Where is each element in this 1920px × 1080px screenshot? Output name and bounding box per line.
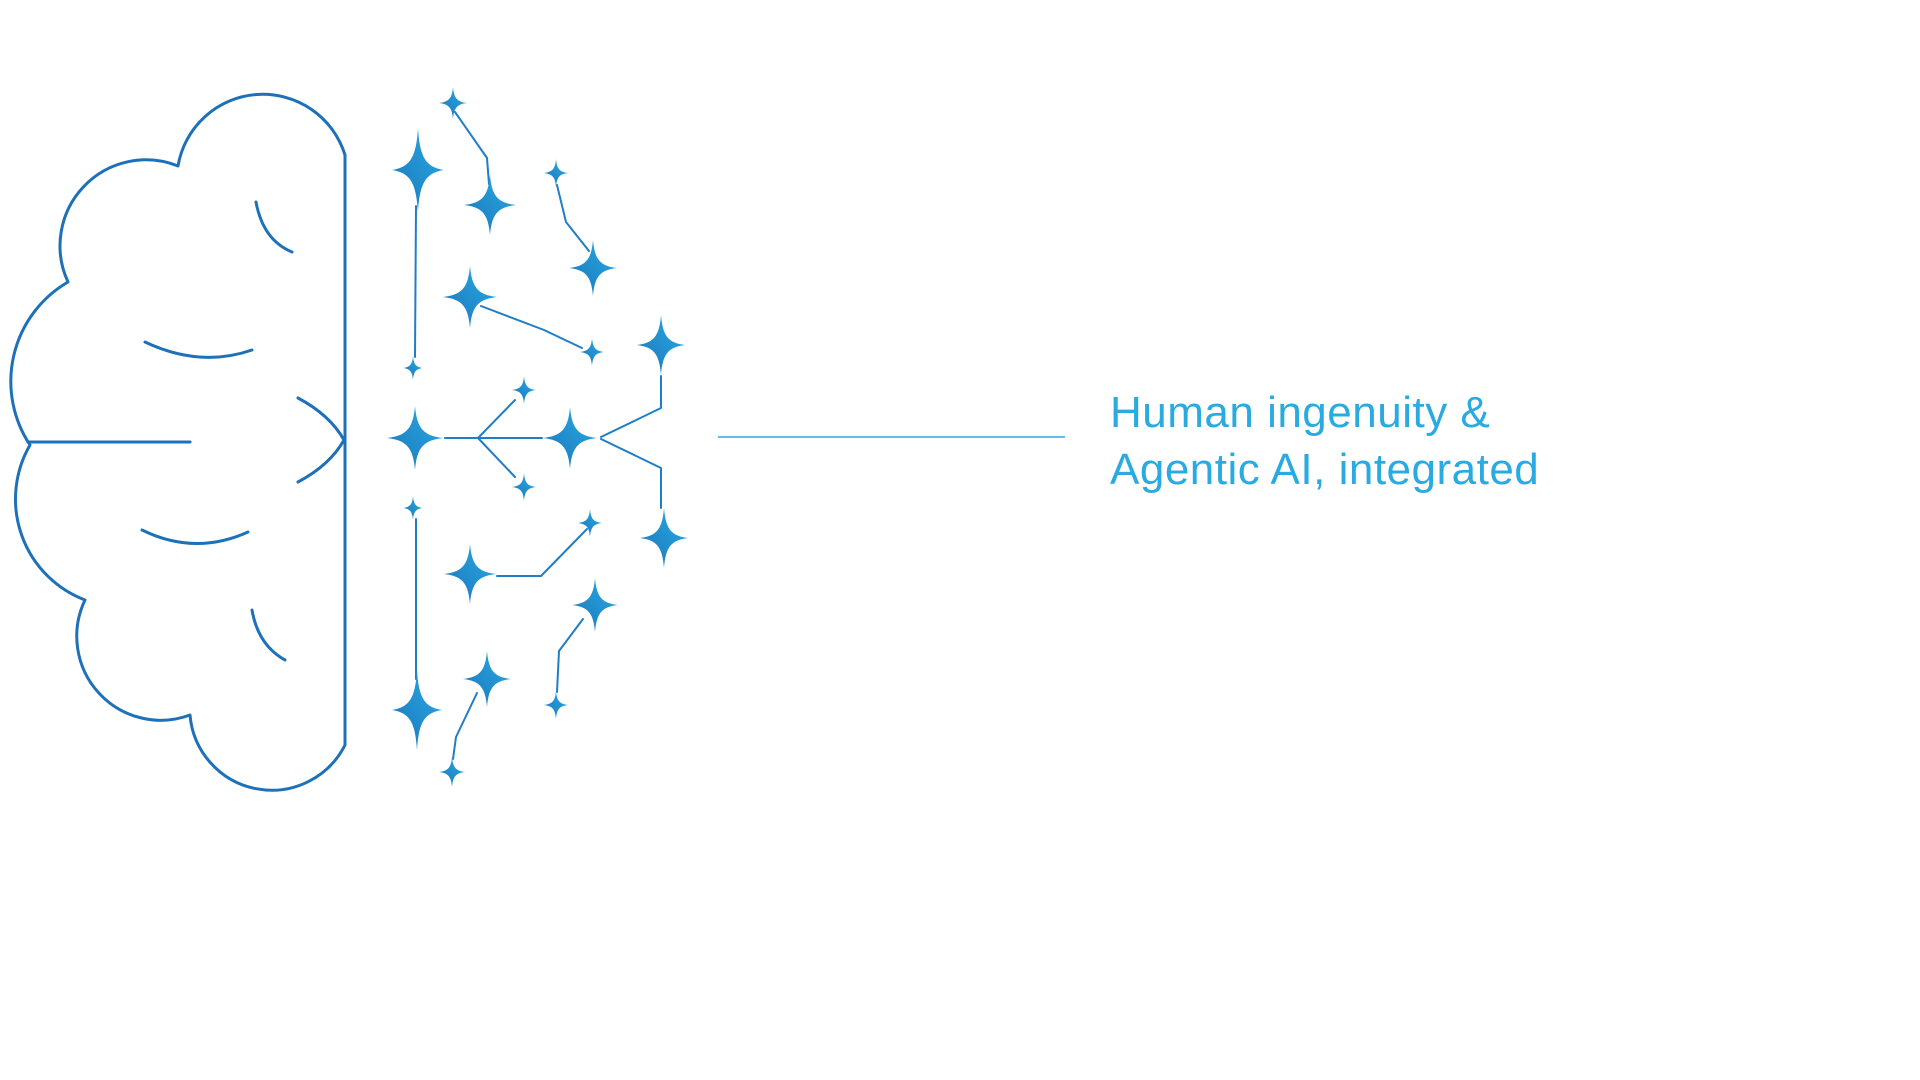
connector-line (556, 618, 584, 693)
connector-line (454, 111, 490, 185)
sparkle-star (578, 509, 602, 537)
connector-line (600, 438, 662, 509)
connector-line (496, 528, 588, 577)
sparkle-star (544, 691, 568, 719)
headline-line1: Human ingenuity & (1110, 388, 1491, 437)
sparkle-star (403, 496, 423, 520)
sparkle-star (544, 159, 568, 187)
brain-fold-lower (140, 528, 250, 545)
sparkle-star (637, 315, 685, 375)
sparkle-star (443, 266, 497, 328)
brain-fold-upper (143, 340, 254, 359)
connector-line (480, 305, 583, 349)
sparkle-star (580, 338, 604, 366)
sparkle-star (444, 544, 496, 604)
connector-line (414, 205, 417, 358)
sparkle-star (439, 87, 467, 119)
brain-outer-outline (9, 92, 347, 792)
sparkle-star (543, 407, 597, 469)
brain-fold-top (254, 200, 294, 254)
connector-line (452, 692, 478, 760)
sparkle-star (464, 175, 516, 235)
sparkle-star (392, 128, 444, 212)
brain-fold-center-chevron (296, 396, 346, 484)
connector-line (477, 437, 516, 478)
sparkle-star (640, 508, 688, 568)
brain-fold-bottom (250, 608, 287, 662)
connector-line (477, 399, 516, 439)
sparkle-star (387, 406, 443, 470)
four-point-star-network-icon (387, 87, 688, 787)
sparkle-star (463, 651, 511, 707)
headline: Human ingenuity & Agentic AI, integrated (1110, 384, 1539, 498)
half-brain-outline-icon (9, 92, 347, 792)
connector-wires (414, 111, 662, 760)
connector-line (600, 375, 662, 438)
headline-line2: Agentic AI, integrated (1110, 445, 1540, 494)
sparkle-star (392, 670, 442, 750)
sparkle-star (569, 240, 617, 296)
connector-line (556, 184, 590, 252)
sparkle-star (403, 356, 423, 380)
sparkle-star (439, 757, 465, 787)
